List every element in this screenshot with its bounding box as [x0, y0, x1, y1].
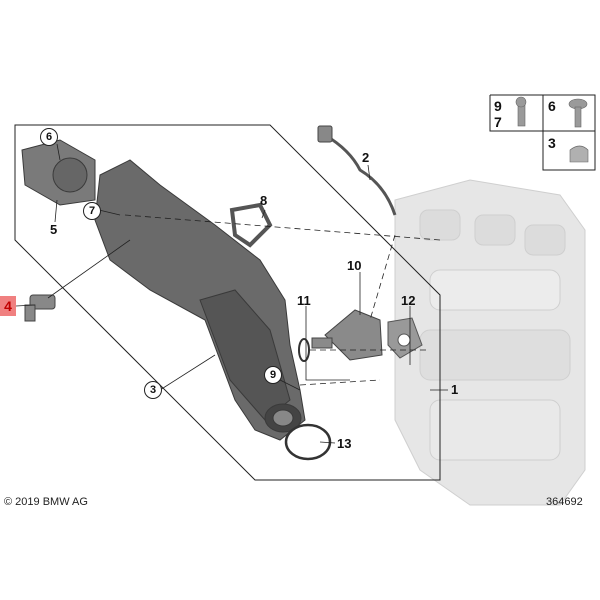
legend-label-3: 3 [548, 135, 556, 151]
callout-13[interactable]: 13 [337, 436, 352, 451]
thermostat-housing [21, 139, 96, 206]
callout-5[interactable]: 5 [50, 222, 58, 237]
legend-label-9: 9 [494, 98, 502, 114]
callout-12[interactable]: 12 [401, 293, 416, 308]
callout-3[interactable]: 3 [144, 381, 162, 399]
diagram-number: 364692 [546, 496, 583, 508]
intake-manifold [94, 159, 306, 441]
legend-label-7: 7 [494, 114, 502, 130]
callout-6[interactable]: 6 [40, 128, 58, 146]
callout-10[interactable]: 10 [347, 258, 362, 273]
callout-4-highlighted[interactable]: 4 [0, 296, 16, 316]
engine-block [394, 179, 586, 506]
callout-1[interactable]: 1 [451, 382, 459, 397]
callout-2[interactable]: 2 [362, 150, 370, 165]
callout-8[interactable]: 8 [260, 193, 268, 208]
callout-9[interactable]: 9 [264, 366, 282, 384]
callout-11[interactable]: 11 [297, 293, 311, 308]
legend-label-6: 6 [548, 98, 556, 114]
copyright: © 2019 BMW AG [4, 496, 88, 508]
callout-7[interactable]: 7 [83, 202, 101, 220]
